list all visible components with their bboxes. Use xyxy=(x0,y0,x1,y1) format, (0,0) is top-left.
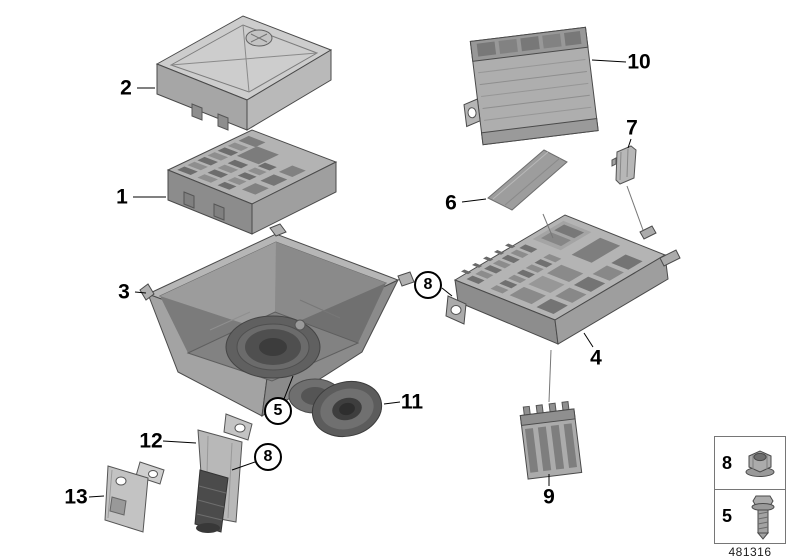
part-sensor-bracket[interactable] xyxy=(194,413,253,533)
flange-nut-icon xyxy=(745,450,775,477)
callout-9[interactable]: 9 xyxy=(543,485,555,509)
part-holder-bracket[interactable] xyxy=(104,461,165,533)
part-damper-pad[interactable] xyxy=(487,149,568,211)
callout-4[interactable]: 4 xyxy=(590,346,602,370)
callout-6[interactable]: 6 xyxy=(445,191,457,215)
callout-8-left[interactable]: 8 xyxy=(254,443,282,471)
callout-12[interactable]: 12 xyxy=(139,429,163,453)
callout-5[interactable]: 5 xyxy=(264,397,292,425)
part-clip[interactable] xyxy=(611,145,637,185)
callout-10[interactable]: 10 xyxy=(627,50,651,74)
legend-label-5: 5 xyxy=(722,506,733,526)
fastener-legend: 8 5 xyxy=(714,436,786,544)
leader-lines xyxy=(88,59,644,498)
part-power-distribution-box[interactable] xyxy=(445,214,681,345)
callout-11[interactable]: 11 xyxy=(400,390,424,414)
callout-1[interactable]: 1 xyxy=(116,185,128,209)
part-grommet[interactable] xyxy=(307,374,388,443)
callout-2[interactable]: 2 xyxy=(120,76,132,100)
callout-3[interactable]: 3 xyxy=(118,280,130,304)
part-fuse-carrier[interactable] xyxy=(166,129,338,235)
part-housing[interactable] xyxy=(139,223,415,418)
legend-label-8: 8 xyxy=(722,452,733,473)
legend-row-bolt[interactable]: 5 xyxy=(715,490,785,543)
drawing-number: 481316 xyxy=(728,545,772,559)
callout-13[interactable]: 13 xyxy=(64,485,88,509)
callout-8-right[interactable]: 8 xyxy=(414,271,442,299)
part-cover[interactable] xyxy=(155,15,333,131)
hex-bolt-icon xyxy=(751,495,775,540)
part-connector[interactable] xyxy=(519,401,583,480)
callout-7[interactable]: 7 xyxy=(626,116,638,140)
part-control-unit[interactable] xyxy=(456,26,599,146)
legend-row-nut[interactable]: 8 xyxy=(715,437,785,490)
